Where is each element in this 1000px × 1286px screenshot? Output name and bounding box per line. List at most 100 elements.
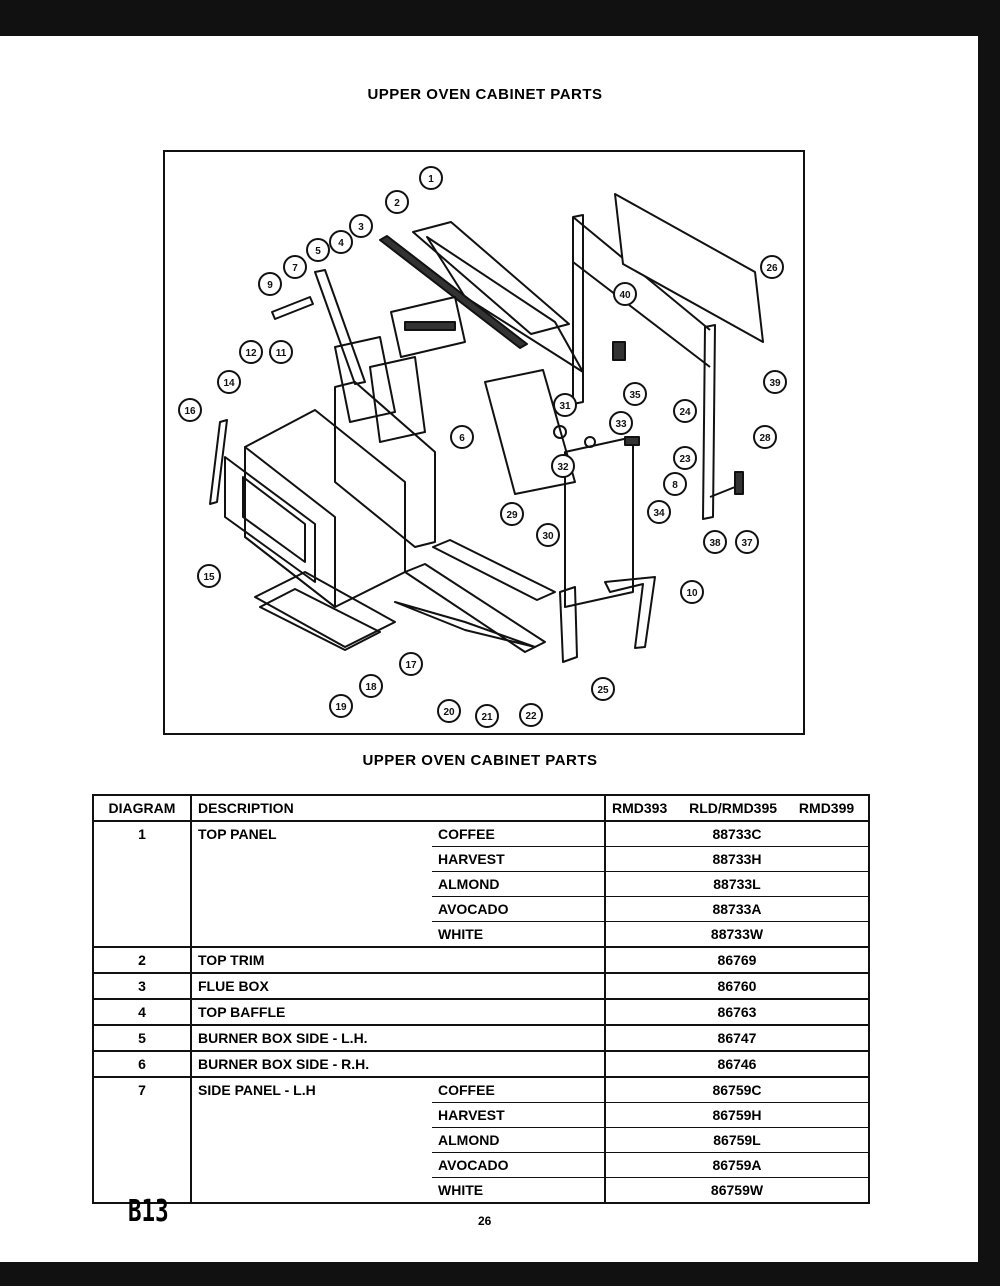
- scan-border-right: [978, 0, 1000, 1286]
- parts-table: DIAGRAM DESCRIPTION RMD393 RLD/RMD395 RM…: [92, 794, 870, 1204]
- svg-text:29: 29: [506, 510, 518, 521]
- cell-description: [191, 1103, 432, 1128]
- callout-30: 30: [536, 523, 560, 547]
- svg-text:24: 24: [679, 407, 691, 418]
- cell-diagram: [93, 921, 192, 948]
- part-frame-right: [702, 324, 716, 520]
- cell-part-number: 88733A: [604, 896, 869, 922]
- cell-color: WHITE: [432, 921, 605, 948]
- callout-2: 2: [385, 190, 409, 214]
- part-lower-trim: [432, 539, 556, 601]
- part-oven-liner-front: [244, 446, 336, 608]
- svg-text:12: 12: [245, 348, 257, 359]
- svg-text:7: 7: [292, 263, 298, 274]
- cell-part-number: 88733H: [604, 846, 869, 872]
- callout-37: 37: [735, 530, 759, 554]
- svg-text:6: 6: [459, 433, 465, 444]
- callout-12: 12: [239, 340, 263, 364]
- cell-part-number: 86759C: [604, 1077, 869, 1103]
- part-bottom-panel: [394, 601, 536, 648]
- cell-color: AVOCADO: [432, 896, 605, 922]
- part-bracket-10: [604, 576, 656, 649]
- svg-text:23: 23: [679, 454, 691, 465]
- part-rear-panel: [614, 193, 764, 343]
- cell-color: [432, 1051, 605, 1078]
- callout-31: 31: [553, 393, 577, 417]
- scan-border-bottom: [0, 1262, 1000, 1286]
- table-title: UPPER OVEN CABINET PARTS: [362, 752, 598, 769]
- part-ignitor-31: [553, 425, 567, 439]
- cell-color: WHITE: [432, 1177, 605, 1204]
- callout-4: 4: [329, 230, 353, 254]
- callout-34: 34: [647, 500, 671, 524]
- svg-text:4: 4: [338, 238, 344, 249]
- svg-text:15: 15: [203, 572, 215, 583]
- cell-part-number: 86760: [604, 973, 869, 1000]
- svg-text:33: 33: [615, 419, 627, 430]
- callout-19: 19: [329, 694, 353, 718]
- cell-diagram: [93, 1152, 192, 1178]
- header-models: RMD393 RLD/RMD395 RMD399: [604, 795, 869, 822]
- svg-text:28: 28: [759, 433, 771, 444]
- cell-color: AVOCADO: [432, 1152, 605, 1178]
- callout-18: 18: [359, 674, 383, 698]
- callout-3: 3: [349, 214, 373, 238]
- callout-6: 6: [450, 425, 474, 449]
- callout-10: 10: [680, 580, 704, 604]
- cell-description: FLUE BOX: [191, 973, 432, 1000]
- svg-text:31: 31: [559, 401, 571, 412]
- svg-text:21: 21: [481, 712, 493, 723]
- callout-11: 11: [269, 340, 293, 364]
- svg-text:39: 39: [769, 378, 781, 389]
- part-broiler-pan: [259, 588, 381, 651]
- svg-text:37: 37: [741, 538, 753, 549]
- part-flue-box: [390, 296, 466, 358]
- cell-diagram: 6: [93, 1051, 192, 1078]
- cell-description: TOP BAFFLE: [191, 999, 432, 1026]
- svg-text:38: 38: [709, 538, 721, 549]
- page-title: UPPER OVEN CABINET PARTS: [367, 86, 603, 103]
- cell-color: [432, 1025, 605, 1052]
- cell-part-number: 86769: [604, 947, 869, 974]
- callout-25: 25: [591, 677, 615, 701]
- cell-description: [191, 897, 432, 922]
- part-side-panel-rh-2: [564, 436, 634, 608]
- svg-text:17: 17: [405, 660, 417, 671]
- part-flue-box-slot: [404, 321, 456, 331]
- diagram-drawing: 1 2 3 4 5 6 7 8 9 10 11 12 14 15 16 17 1…: [178, 166, 787, 728]
- header-color: [432, 795, 605, 822]
- cell-color: HARVEST: [432, 1102, 605, 1128]
- cell-description: [191, 921, 432, 948]
- callout-35: 35: [623, 382, 647, 406]
- cell-color: [432, 947, 605, 974]
- cell-description: BURNER BOX SIDE - L.H.: [191, 1025, 432, 1052]
- svg-text:20: 20: [443, 707, 455, 718]
- svg-text:40: 40: [619, 290, 631, 301]
- part-top-trim: [379, 235, 528, 349]
- part-side-panel-rh: [484, 369, 576, 495]
- callout-24: 24: [673, 399, 697, 423]
- part-bracket-16: [209, 419, 228, 505]
- part-bracket-left: [271, 296, 314, 320]
- part-frame: [572, 214, 584, 405]
- callout-26: 26: [760, 255, 784, 279]
- part-ignitor-33: [584, 436, 596, 448]
- part-side-panel-lh: [314, 269, 366, 385]
- cell-part-number: 86759H: [604, 1102, 869, 1128]
- callout-38: 38: [703, 530, 727, 554]
- cell-part-number: 88733C: [604, 821, 869, 847]
- callout-33: 33: [609, 411, 633, 435]
- part-bracket-25: [559, 586, 578, 663]
- cell-diagram: [93, 1127, 192, 1153]
- callout-28: 28: [753, 425, 777, 449]
- part-bracket-40: [612, 341, 626, 361]
- table-header-row: DIAGRAM DESCRIPTION RMD393 RLD/RMD395 RM…: [93, 795, 869, 822]
- cell-diagram: [93, 1102, 192, 1128]
